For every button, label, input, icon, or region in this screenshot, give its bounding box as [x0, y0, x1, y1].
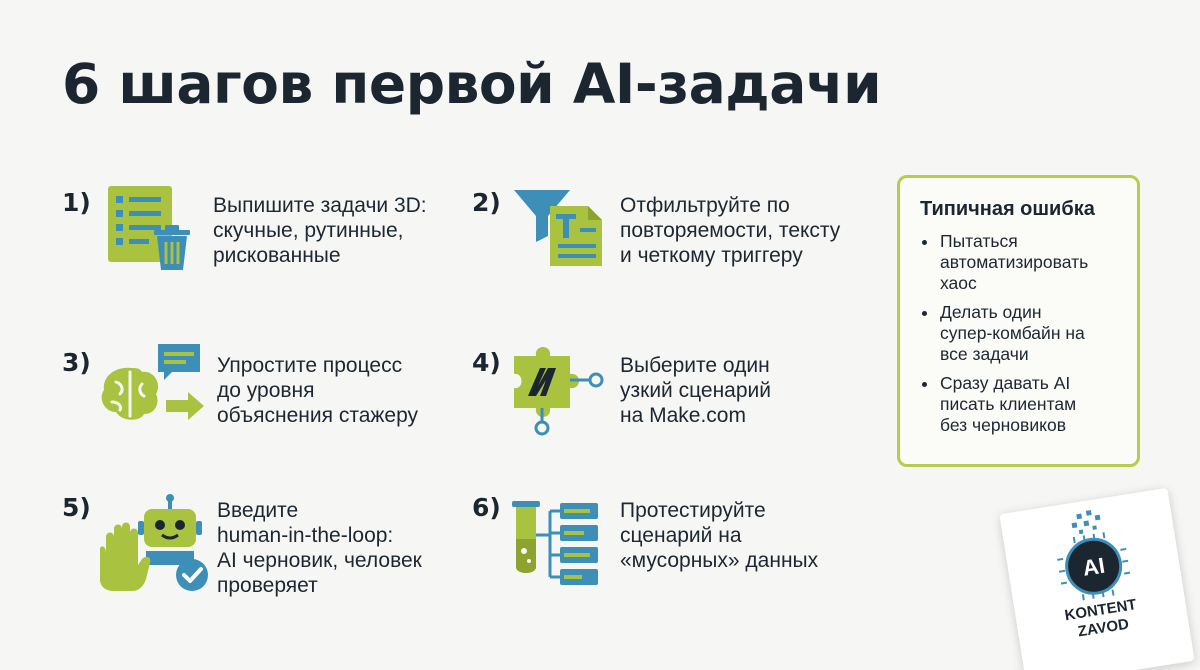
- step-text: Выпишите задачи 3D:скучные, рутинные,рис…: [213, 194, 427, 267]
- funnel-document-icon: [512, 186, 608, 276]
- checklist-with-trash-icon: [106, 186, 202, 278]
- hand-robot-check-icon: [96, 493, 216, 597]
- step-number: 6): [472, 493, 501, 522]
- page-title: 6 шагов первой AI-задачи: [62, 52, 882, 116]
- ai-chip-logo-icon: AI: [1057, 510, 1131, 601]
- svg-text:AI: AI: [1081, 553, 1107, 581]
- step-number: 2): [472, 188, 501, 217]
- step-number: 4): [472, 348, 501, 377]
- step-number: 1): [62, 188, 91, 217]
- typical-mistake-title: Типичная ошибка: [920, 198, 1095, 220]
- step-number: 3): [62, 348, 91, 377]
- brain-chat-arrow-icon: [96, 342, 208, 430]
- test-tube-data-icon: [508, 495, 608, 591]
- step-number: 5): [62, 493, 91, 522]
- puzzle-make-logo-icon: [510, 340, 610, 440]
